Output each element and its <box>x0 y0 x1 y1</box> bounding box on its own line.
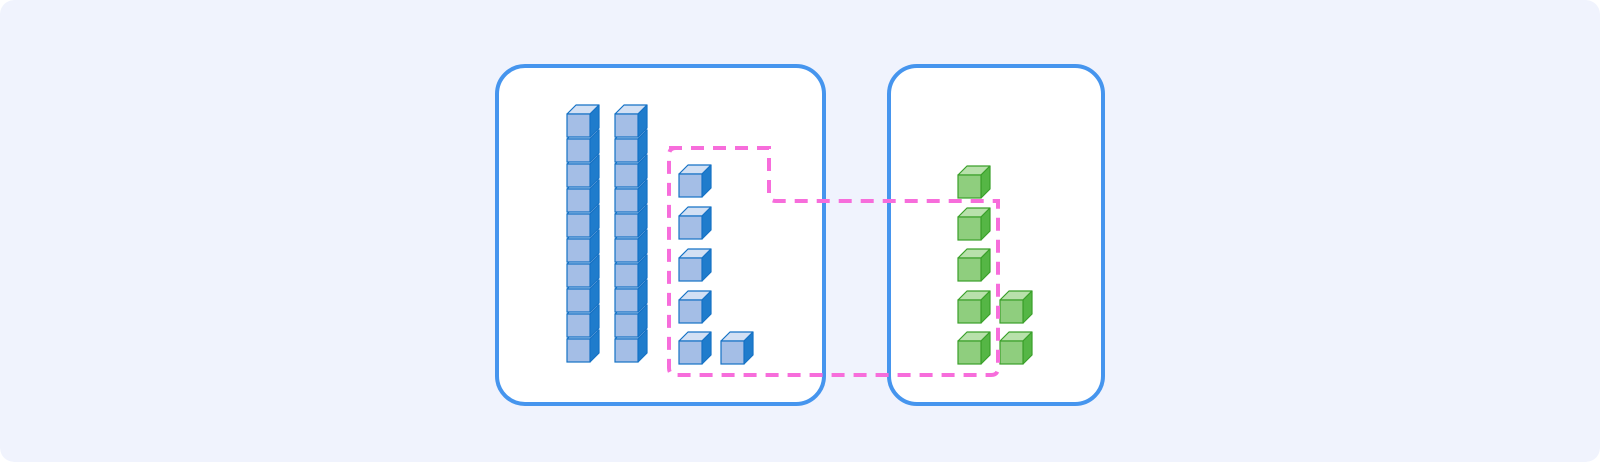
unit-cube <box>678 206 712 240</box>
unit-cube <box>678 248 712 282</box>
tens-rods <box>566 104 648 363</box>
unit-cube <box>999 290 1033 324</box>
unit-cube <box>957 331 991 365</box>
rod-unit-cube <box>614 104 648 138</box>
unit-cube <box>720 331 754 365</box>
left-unit-cubes <box>678 164 754 365</box>
right-unit-cubes <box>957 165 1033 365</box>
right-panel <box>887 64 1105 406</box>
unit-cube <box>999 331 1033 365</box>
group-outline <box>667 146 1000 377</box>
unit-cube <box>678 164 712 198</box>
unit-cube <box>678 331 712 365</box>
tens-rod <box>614 104 648 363</box>
unit-cube <box>957 248 991 282</box>
unit-cube <box>957 207 991 241</box>
unit-cube <box>678 290 712 324</box>
rod-unit-cube <box>566 104 600 138</box>
left-panel <box>495 64 826 406</box>
unit-cube <box>957 165 991 199</box>
unit-cube <box>957 290 991 324</box>
tens-rod <box>566 104 600 363</box>
